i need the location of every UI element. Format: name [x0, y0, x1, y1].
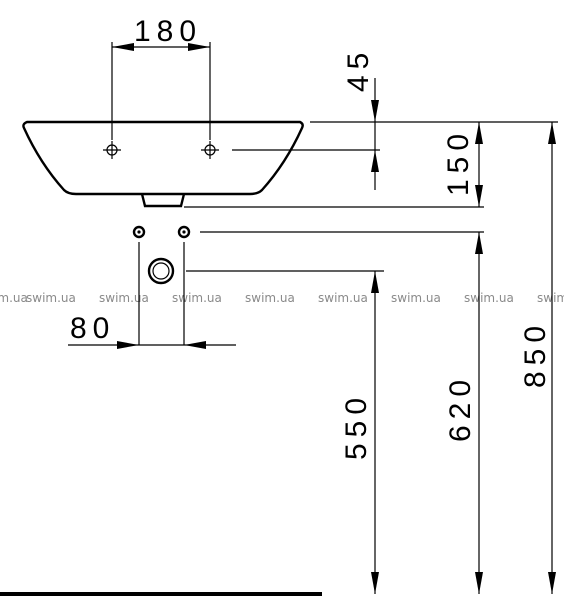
watermark-text: swim.ua	[99, 291, 149, 305]
dimension-label-620: 620	[444, 374, 477, 442]
dimension-tap-spacing: 180	[111, 15, 211, 140]
watermark-text: swim.ua	[318, 291, 368, 305]
dimension-label-150: 150	[442, 128, 475, 196]
dimension-label-180: 180	[134, 15, 202, 48]
watermark-text: swim.ua	[26, 291, 76, 305]
dimension-outlet-height: 550	[340, 271, 379, 594]
water-inlet-left	[132, 225, 146, 239]
extension-lines	[184, 121, 558, 272]
dimension-label-550: 550	[340, 392, 373, 460]
watermark-text: swim.ua	[464, 291, 514, 305]
watermark-text: swim.ua	[245, 291, 295, 305]
dimension-total-height: 850	[519, 122, 556, 594]
watermark-text: swim.ua	[172, 291, 222, 305]
watermark-text: swim.ua	[537, 291, 564, 305]
dimension-label-850: 850	[519, 320, 552, 388]
water-inlet-right	[177, 225, 191, 239]
dimension-inlet-spacing: 80	[68, 242, 236, 349]
dimension-basin-depth: 150	[442, 122, 483, 207]
tap-hole-left	[103, 141, 121, 159]
dimension-top-offset: 45	[342, 47, 379, 190]
basin-outline	[22, 120, 304, 208]
dimension-label-45: 45	[342, 47, 375, 92]
dimension-inlet-height: 620	[444, 232, 483, 594]
tap-hole-right	[201, 141, 219, 159]
watermark-text: swim.ua	[391, 291, 441, 305]
dimension-label-80: 80	[70, 312, 115, 345]
watermark-text: swim.ua	[0, 291, 28, 305]
waste-outlet	[147, 257, 175, 285]
